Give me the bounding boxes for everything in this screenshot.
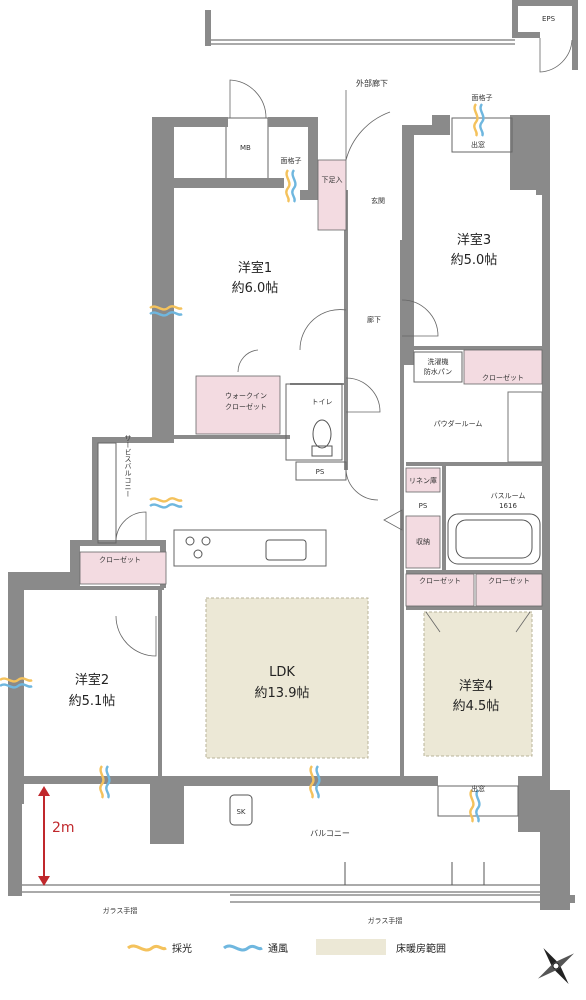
western4-size: 約4.5帖 (453, 699, 500, 714)
washer-pan (413, 351, 463, 383)
legend-ventilation: 通風 (268, 943, 288, 955)
entrance-label: 玄関 (371, 196, 385, 205)
closet-western3 (463, 349, 543, 385)
grille-label-right: 面格子 (472, 93, 493, 102)
mb-block: MB (225, 79, 269, 181)
bath-size-label: 1616 (499, 502, 517, 510)
washer-label-2: 防水パン (424, 367, 452, 376)
closet-western4b-label: クローゼット (488, 576, 530, 585)
service-balcony-label: サービスバルコニー (124, 435, 132, 498)
closet-western4a (405, 573, 475, 607)
closet-western2-label: クローゼット (99, 555, 141, 564)
western2-size: 約5.1帖 (69, 694, 116, 709)
ps-label: PS (316, 468, 325, 476)
western3-size: 約5.0帖 (451, 253, 498, 268)
western2-name: 洋室2 (75, 672, 109, 688)
western3-name: 洋室3 (457, 232, 491, 248)
flow-mark-western3-top (473, 102, 485, 138)
linen-closet (405, 467, 441, 493)
dimension-2m: 2m (38, 786, 75, 886)
floor-heating-ldk (205, 597, 369, 759)
shoe-box-label: 下足入 (322, 176, 343, 184)
western4-name: 洋室4 (459, 678, 493, 694)
closet-western4b (475, 573, 543, 607)
kitchen-counter (173, 529, 327, 567)
bay-window-top-label: 出窓 (471, 140, 485, 149)
hallway-label: 廊下 (367, 315, 381, 324)
legend-floor-heating: 床暖房範囲 (396, 942, 446, 955)
interior-walls (24, 198, 542, 776)
ldk-size: 約13.9帖 (255, 686, 310, 701)
balcony-label: バルコニー (310, 829, 350, 838)
bathtub (447, 513, 541, 565)
mb-label: MB (240, 144, 251, 152)
eps-label: EPS (542, 15, 556, 23)
shoe-box (317, 159, 347, 231)
doors (115, 90, 531, 657)
ldk-name: LDK (269, 665, 295, 680)
closet-western3-label: クローゼット (482, 373, 524, 382)
bathroom-label: バスルーム (491, 492, 526, 500)
storage (405, 515, 441, 569)
storage-label: 収納 (416, 537, 430, 546)
exterior-walls (8, 115, 575, 910)
bay-window-bottom-label: 出窓 (471, 784, 485, 793)
dimension-label: 2m (52, 820, 75, 836)
walk-in-label-1: ウォークイン (225, 392, 267, 400)
closet-western2 (79, 551, 167, 585)
closet-western4a-label: クローゼット (419, 576, 461, 585)
toilet-fixture (285, 383, 347, 481)
legend: 採光 通風 床暖房範囲 (127, 939, 446, 955)
glass-rail-left-label: ガラス手摺 (103, 906, 138, 915)
ps-label-2: PS (419, 502, 428, 510)
flow-mark-service (148, 497, 184, 509)
linen-label: リネン庫 (409, 476, 437, 485)
balcony (22, 117, 540, 903)
outer-corridor-label: 外部廊下 (356, 78, 388, 88)
toilet-label: トイレ (312, 398, 333, 406)
floor-heating-western4 (423, 611, 533, 757)
glass-rail-right-label: ガラス手摺 (368, 916, 403, 925)
eps-block: EPS (205, 0, 578, 73)
western1-size: 約6.0帖 (232, 281, 279, 296)
grille-label-left: 面格子 (281, 156, 302, 165)
western1-name: 洋室1 (238, 260, 272, 276)
walk-in-closet (195, 375, 281, 435)
powder-room-label: パウダールーム (434, 419, 483, 428)
flow-mark-western1-top (285, 168, 297, 204)
walk-in-label-2: クローゼット (225, 402, 267, 411)
compass-icon (537, 947, 575, 985)
vanity (507, 391, 543, 463)
washer-label-1: 洗濯機 (428, 357, 449, 366)
flow-mark-western4-bottom (469, 788, 481, 824)
legend-daylight: 採光 (172, 942, 192, 955)
sk-label: SK (236, 808, 245, 816)
